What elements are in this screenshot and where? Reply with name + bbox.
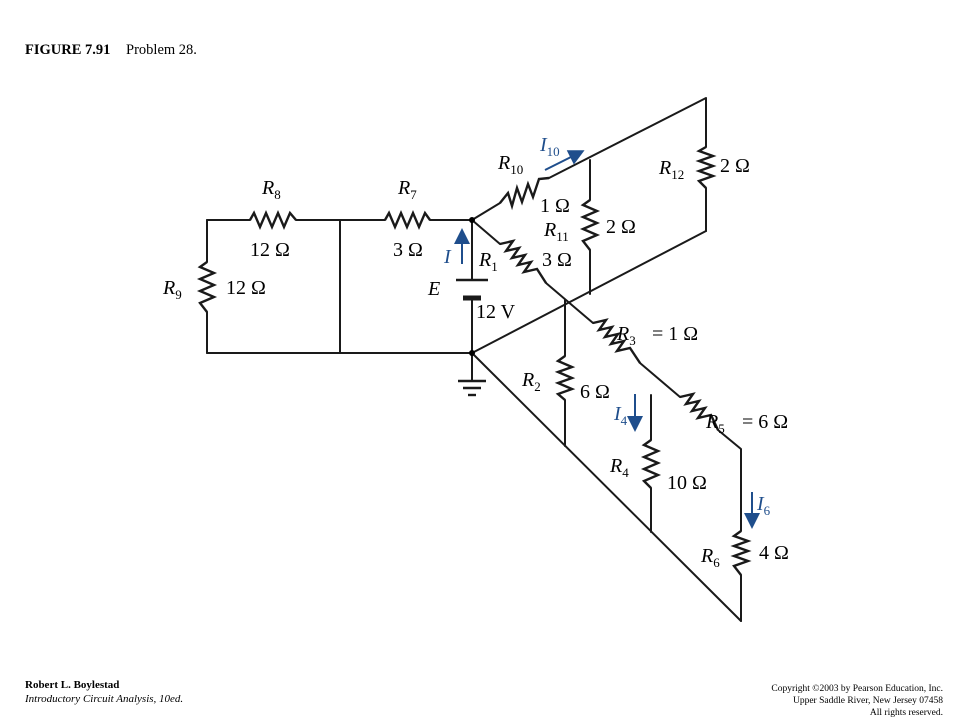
battery-e	[456, 278, 488, 301]
footer-copyright: Copyright ©2003 by Pearson Education, In…	[771, 683, 943, 719]
wire-node-r1	[471, 219, 501, 245]
resistor-r2	[554, 355, 576, 401]
label-e: E	[427, 278, 440, 300]
value-r1: 3 Ω	[542, 249, 572, 271]
copyright-line: Copyright ©2003 by Pearson Education, In…	[771, 684, 943, 694]
value-r12: 2 Ω	[720, 155, 750, 177]
label-r6: R6	[700, 545, 720, 570]
value-r2: 6 Ω	[580, 381, 610, 403]
label-r10: R10	[497, 152, 523, 177]
resistor-r3	[592, 318, 641, 364]
value-r3: = 1 Ω	[652, 323, 698, 345]
arrow-i10	[544, 150, 585, 171]
resistor-r1	[499, 239, 548, 284]
value-r7: 3 Ω	[393, 239, 423, 261]
label-r8: R8	[261, 177, 281, 202]
label-r2: R2	[521, 369, 541, 394]
resistor-r11	[579, 199, 601, 251]
value-r5: = 6 Ω	[742, 411, 788, 433]
wire-r10-top	[548, 97, 707, 179]
value-r9: 12 Ω	[226, 277, 266, 299]
node-bottom	[469, 350, 475, 356]
value-r8: 12 Ω	[250, 239, 290, 261]
resistor-r5	[679, 392, 720, 431]
label-r1: R1	[478, 249, 498, 274]
wire-r3-r5	[639, 362, 681, 398]
publisher-line: Upper Saddle River, New Jersey 07458	[792, 696, 943, 706]
resistor-r6	[730, 530, 752, 576]
figure-caption: FIGURE 7.91 Problem 28.	[25, 42, 197, 59]
value-r11: 2 Ω	[606, 216, 636, 238]
label-r7: R7	[397, 177, 417, 202]
resistor-r8	[248, 209, 297, 231]
wire-r1-r3	[545, 282, 594, 324]
resistor-r12	[695, 145, 717, 189]
label-i10: I10	[539, 134, 560, 159]
label-r9: R9	[162, 277, 182, 302]
label-i6: I6	[756, 493, 771, 518]
node-top	[469, 217, 475, 223]
label-i4: I4	[613, 403, 628, 428]
resistor-r7	[383, 209, 431, 231]
value-r10: 1 Ω	[540, 195, 570, 217]
rights-line: All rights reserved.	[869, 708, 943, 718]
wire-lower-return	[471, 352, 742, 622]
resistors	[196, 145, 752, 576]
wire-node-r10	[471, 202, 501, 221]
label-r11: R11	[543, 219, 569, 244]
value-e: 12 V	[476, 301, 516, 323]
footer-attribution: Robert L. Boylestad Introductory Circuit…	[25, 678, 183, 706]
wires	[206, 97, 742, 622]
footer-book: Introductory Circuit Analysis, 10ed.	[25, 693, 184, 705]
label-r4: R4	[609, 455, 629, 480]
label-r5: R5	[705, 411, 725, 436]
resistor-r9	[196, 261, 218, 313]
resistor-r10	[499, 176, 550, 211]
current-arrows	[454, 150, 760, 529]
ground-symbol	[458, 379, 486, 397]
labels: R8 12 Ω R7 3 Ω R9 12 Ω R10 1 Ω R11 2 Ω R…	[162, 134, 789, 570]
label-i: I	[443, 246, 452, 268]
figure-problem: Problem 28.	[126, 42, 197, 58]
label-r12: R12	[658, 157, 684, 182]
resistor-r4	[640, 439, 662, 489]
junction-dots	[469, 217, 475, 356]
value-r4: 10 Ω	[667, 472, 707, 494]
figure-number: FIGURE 7.91	[25, 42, 111, 58]
footer-author: Robert L. Boylestad	[25, 679, 120, 691]
label-r3: R3	[616, 323, 636, 348]
wire-r5-r6	[717, 429, 742, 532]
value-r6: 4 Ω	[759, 542, 789, 564]
